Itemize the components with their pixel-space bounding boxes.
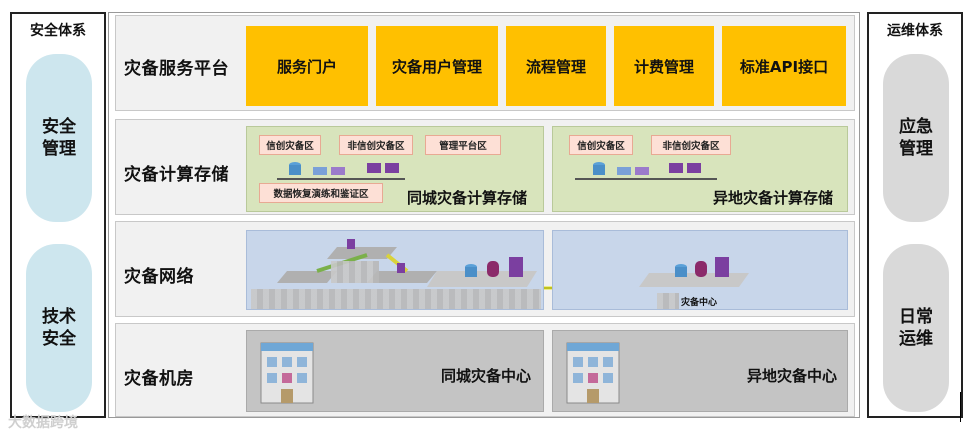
compute-storage-label: 灾备计算存储 (124, 165, 229, 185)
ops-system-title: 运维体系 (887, 23, 943, 39)
local-compute-panel: 信创灾备区 非信创灾备区 管理平台区 数据恢复演练和鉴证区 同城灾备计算存储 (246, 126, 544, 212)
local-xinchuang-zone: 信创灾备区 (259, 135, 321, 155)
remote-compute-caption: 异地灾备计算存储 (713, 189, 834, 207)
service-portal-box: 服务门户 (246, 26, 368, 106)
remote-facility-panel: 异地灾备中心 (552, 330, 848, 412)
dr-user-management-box: 灾备用户管理 (376, 26, 498, 106)
standard-api-box: 标准API接口 (722, 26, 846, 106)
watermark-text: 大数据跨境 (8, 415, 78, 431)
technical-security-pill: 技术 安全 (26, 244, 92, 412)
building-icon (260, 342, 314, 404)
blurred-region (251, 289, 541, 309)
blurred-region (657, 293, 679, 309)
security-management-pill: 安全 管理 (26, 54, 92, 222)
dr-architecture-frame: 灾备服务平台 服务门户 灾备用户管理 流程管理 计费管理 标准API接口 灾备计… (108, 12, 860, 418)
compute-storage-row: 灾备计算存储 信创灾备区 非信创灾备区 管理平台区 数据恢复演练和鉴证区 同城灾… (115, 119, 855, 215)
text-cursor (960, 392, 961, 422)
ops-system-column: 运维体系 应急 管理 日常 运维 (867, 12, 963, 418)
local-network-panel (246, 230, 544, 310)
emergency-management-pill: 应急 管理 (883, 54, 949, 222)
local-facility-caption: 同城灾备中心 (441, 367, 532, 385)
management-platform-zone: 管理平台区 (425, 135, 501, 155)
remote-server-icons (575, 162, 717, 180)
security-system-column: 安全体系 安全 管理 技术 安全 (10, 12, 106, 418)
network-label: 灾备网络 (124, 267, 194, 287)
local-compute-caption: 同城灾备计算存储 (407, 189, 528, 207)
remote-compute-panel: 信创灾备区 非信创灾备区 异地灾备计算存储 (552, 126, 848, 212)
blurred-region (331, 261, 379, 283)
remote-non-xinchuang-zone: 非信创灾备区 (651, 135, 731, 155)
remote-network-caption: 灾备中心 (681, 298, 718, 308)
local-server-icons (277, 162, 405, 180)
billing-management-box: 计费管理 (614, 26, 714, 106)
service-platform-row: 灾备服务平台 服务门户 灾备用户管理 流程管理 计费管理 标准API接口 (115, 15, 855, 111)
local-non-xinchuang-zone: 非信创灾备区 (339, 135, 413, 155)
remote-xinchuang-zone: 信创灾备区 (569, 135, 633, 155)
remote-facility-caption: 异地灾备中心 (747, 367, 838, 385)
remote-network-panel: 灾备中心 (552, 230, 848, 310)
daily-ops-pill: 日常 运维 (883, 244, 949, 412)
process-management-box: 流程管理 (506, 26, 606, 106)
building-icon (566, 342, 620, 404)
remote-network-diagram (639, 257, 749, 287)
network-row: 灾备网络 (115, 221, 855, 317)
security-system-title: 安全体系 (30, 23, 86, 39)
data-recovery-drill-zone: 数据恢复演练和鉴证区 (259, 183, 383, 203)
facility-label: 灾备机房 (124, 369, 194, 389)
facility-row: 灾备机房 同城灾备中心 异地灾备中心 (115, 323, 855, 417)
service-platform-label: 灾备服务平台 (124, 59, 229, 79)
local-facility-panel: 同城灾备中心 (246, 330, 544, 412)
